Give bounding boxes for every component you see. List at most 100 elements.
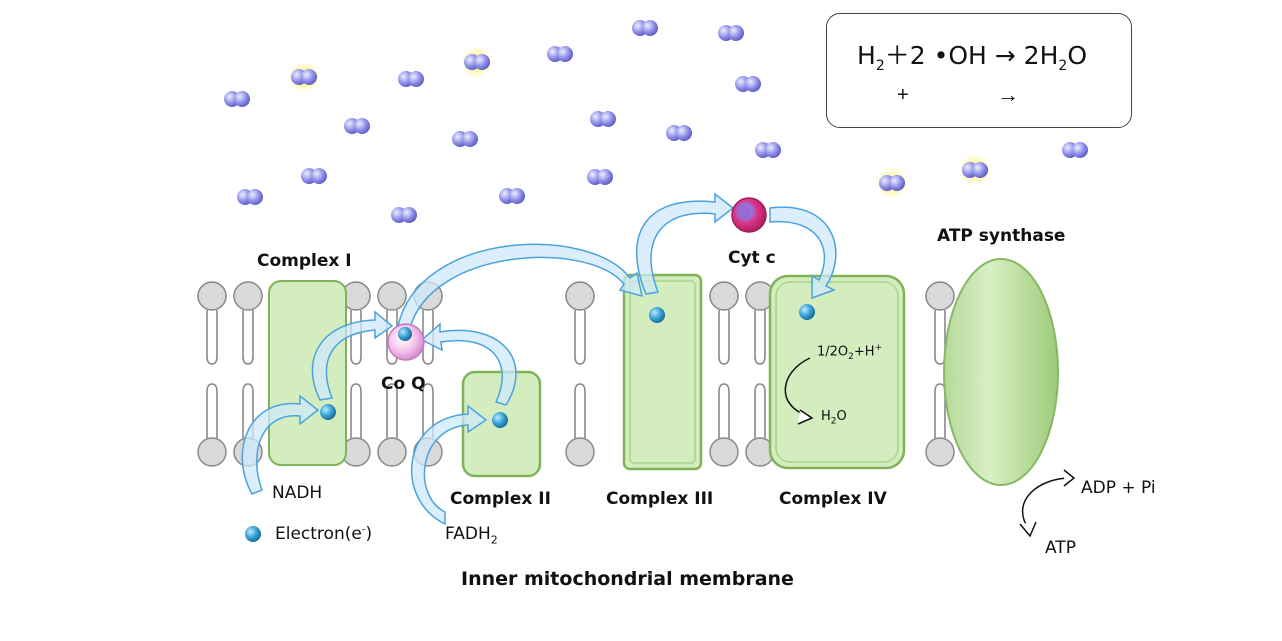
- electron-transfer-arrows: [241, 192, 837, 526]
- h2-molecule-atom: [972, 162, 988, 178]
- reaction-equation-box: H2＋2 •OH → 2H2O + →: [826, 13, 1132, 128]
- lipid-tail: [759, 310, 766, 365]
- lipid-tail: [723, 310, 730, 365]
- lipid-tail: [391, 383, 398, 438]
- atp-synthase-shape: [943, 258, 1059, 486]
- h2-molecule-atom: [247, 189, 263, 205]
- lipid-tail: [579, 383, 586, 438]
- lipid-tail: [355, 383, 362, 438]
- lipid-tail: [427, 383, 434, 438]
- lipid-tail: [754, 310, 761, 365]
- half-o2-label: 1/2O2+H+: [817, 343, 883, 362]
- lipid-tail: [718, 310, 725, 365]
- lipid-tail: [242, 310, 249, 365]
- fadh2-label: FADH2: [445, 524, 498, 547]
- lipid-tail: [574, 383, 581, 438]
- cytc-core: [737, 205, 751, 219]
- complex-2-label: Complex II: [450, 489, 551, 509]
- arrow-fadh2-to-complex2: [410, 404, 488, 526]
- lipid-head: [565, 437, 595, 467]
- lipid-head: [925, 281, 955, 311]
- lipid-tail: [350, 310, 357, 365]
- h2-molecule-atom: [728, 25, 744, 41]
- reaction-equation: H2＋2 •OH → 2H2O: [857, 41, 1087, 74]
- complex-3-label: Complex III: [606, 489, 714, 509]
- adp-pi-label: ADP + Pi: [1081, 478, 1156, 498]
- lipid-tail: [247, 310, 254, 365]
- lipid-tail: [422, 383, 429, 438]
- lipid-tail: [211, 310, 218, 365]
- lipid-head: [565, 281, 595, 311]
- coq-label: Co Q: [381, 374, 426, 394]
- complex-4-shape: [768, 274, 906, 470]
- lipid-tail: [723, 383, 730, 438]
- lipid-tail: [211, 383, 218, 438]
- lipid-tail: [247, 383, 254, 438]
- lipid-head: [709, 437, 739, 467]
- arrow-nadh-to-complex1: [241, 394, 320, 495]
- electron-complex2: [492, 412, 508, 428]
- h2-molecule-atom: [301, 69, 317, 85]
- h2-molecules: [224, 20, 1088, 223]
- arrow-complex1-to-coq: [311, 310, 394, 401]
- electron-complex4: [799, 304, 815, 320]
- complex-3-shape: [622, 273, 703, 471]
- lipid-head: [197, 437, 227, 467]
- lipid-tail: [386, 383, 393, 438]
- lipid-tail: [242, 383, 249, 438]
- h2-molecule-atom: [311, 168, 327, 184]
- complex-1-shape: [268, 280, 347, 466]
- lipid-tail: [355, 310, 362, 365]
- lipid-tail: [574, 310, 581, 365]
- electrons: [245, 304, 815, 542]
- lipid-tail: [718, 383, 725, 438]
- atp-label: ATP: [1045, 538, 1076, 558]
- lipid-tail: [206, 310, 213, 365]
- lipid-tail: [754, 383, 761, 438]
- atp-synthase-label: ATP synthase: [937, 226, 1066, 246]
- complex-4-inner-border: [775, 281, 899, 463]
- electron-legend-label: Electron(e-): [275, 524, 373, 544]
- complex-3-inner-border: [629, 280, 696, 464]
- h2-molecule-atom: [401, 207, 417, 223]
- h2-molecule-atom: [354, 118, 370, 134]
- electron-complex3: [649, 307, 665, 323]
- equation-plus-sign: +: [897, 84, 909, 106]
- nadh-label: NADH: [272, 483, 323, 503]
- lipid-tail: [934, 383, 941, 438]
- cytc-label: Cyt c: [728, 248, 776, 268]
- reaction-arrows: [784, 357, 1076, 538]
- lipid-bilayer: [197, 281, 955, 467]
- h2-molecule-atom: [676, 125, 692, 141]
- complex-4-label: Complex IV: [779, 489, 887, 509]
- lipid-head: [197, 281, 227, 311]
- lipid-head: [709, 281, 739, 311]
- arrow-cytc-to-complex4: [769, 206, 837, 300]
- h2-molecule-atom: [765, 142, 781, 158]
- arrow-adp-to-atp: [1021, 477, 1071, 529]
- h2-molecule-atom: [509, 188, 525, 204]
- lipid-tail: [759, 383, 766, 438]
- h2-molecule-atom: [597, 169, 613, 185]
- h2-molecule-atom: [1072, 142, 1088, 158]
- lipid-tail: [206, 383, 213, 438]
- arrow-coq-to-complex3: [397, 243, 643, 329]
- h2-molecule-atom: [408, 71, 424, 87]
- lipid-head: [377, 281, 407, 311]
- h2-molecule-atom: [642, 20, 658, 36]
- lipid-tail: [350, 383, 357, 438]
- lipid-tail: [422, 310, 429, 365]
- complex-1-label: Complex I: [257, 251, 352, 271]
- h2-molecule-atom: [557, 46, 573, 62]
- electron-legend-icon: [245, 526, 261, 542]
- lipid-tail: [386, 310, 393, 365]
- h2-molecule-atom: [462, 131, 478, 147]
- lipid-tail: [934, 310, 941, 365]
- h2-molecule-atom: [234, 91, 250, 107]
- h2o-label: H2O: [821, 409, 847, 427]
- lipid-tail: [427, 310, 434, 365]
- h2-molecule-atom: [745, 76, 761, 92]
- arrow-o2-to-h2o: [784, 357, 811, 417]
- membrane-caption: Inner mitochondrial membrane: [461, 568, 794, 590]
